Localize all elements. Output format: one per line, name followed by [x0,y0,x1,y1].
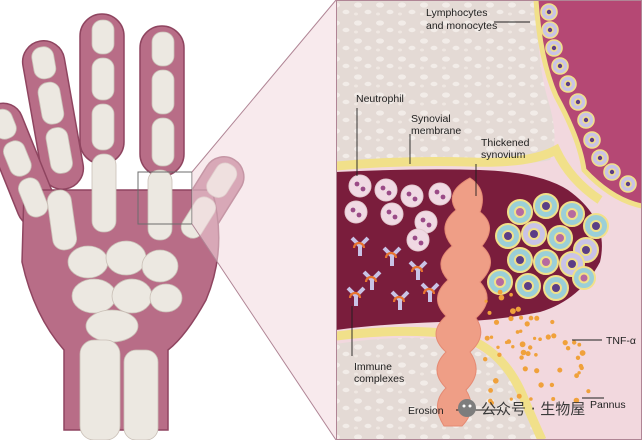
neutrophil-nuclei [350,181,446,246]
tnf-dot [574,373,579,379]
tnf-dot [522,366,528,372]
tnf-dot [496,345,500,349]
label-synovial: Synovial [411,113,451,125]
tnf-dot [534,353,538,357]
tnf-dot [534,315,540,321]
tnf-dot [515,306,521,312]
tnf-dot [484,299,488,303]
tnf-dot [538,337,542,342]
tnf-dot [519,329,523,333]
tnf-dot [519,355,524,360]
label-erosion: Erosion [408,405,444,417]
label-membrane: membrane [411,125,461,137]
tnf-dot [509,292,513,297]
tnf-dot [579,350,586,356]
watermark-text: 公众号 · 生物屋 [481,400,585,418]
tnf-dot [545,334,551,340]
tnf-dot [497,289,503,295]
tnf-dot [550,319,555,325]
watermark: 公众号 · 生物屋 [458,399,585,418]
zoom-projection [192,0,336,440]
tnf-dot [516,393,522,399]
tnf-dot [565,346,571,351]
tnf-dot [488,389,493,393]
tnf-dot [483,357,488,362]
label-thickened: Thickened [481,137,530,149]
tnf-dot [551,397,556,401]
label-synovium: synovium [481,149,526,161]
tnf-dot [519,315,524,320]
label-pannus: Pannus [590,399,626,411]
tnf-dot [557,367,563,373]
neutrophils [344,174,452,252]
tnf-dot [575,355,581,360]
tnf-dot [508,315,514,322]
tnf-dot [577,371,581,375]
vessel-cells [540,3,637,193]
tnf-dot [488,398,493,404]
tnf-dot [529,397,533,401]
upper-bone [336,0,555,166]
tnf-dot [549,382,555,388]
label-tnf: TNF-α [606,335,636,347]
tnf-dot [525,351,531,357]
tnf-dot [487,310,492,315]
joint-zoom-panel: Lymphocytes and monocytes Neutrophil Syn… [336,0,642,440]
tnf-dot [497,352,502,357]
tnf-dot [484,335,490,341]
label-lymphocytes: Lymphocytes [426,7,487,19]
tnf-dot [551,333,557,339]
tnf-dot [562,340,568,346]
tnf-dot [524,321,530,327]
tnf-dot [534,368,540,374]
label-complexes: complexes [354,373,404,385]
tnf-dot [538,382,544,388]
tnf-dot [573,397,580,404]
tnf-dot [572,340,577,345]
immune-complexes [346,236,440,310]
tnf-dot [533,336,537,340]
tnf-alpha-dots [483,289,591,406]
blood-vessel [536,0,642,206]
tnf-dot [498,294,505,301]
lower-bone [336,337,540,440]
tnf-dot [509,397,513,401]
tnf-dot [528,315,534,321]
tnf-dot [511,345,515,349]
tnf-dot [493,378,499,384]
tnf-dot [577,342,582,347]
tnf-dot [489,335,494,339]
tnf-dot [586,389,591,394]
tnf-dot [504,340,509,345]
tnf-dot [519,341,526,348]
upper-membrane [336,143,603,204]
lymphocyte-monocyte-cluster [487,193,609,301]
lower-membrane [336,326,547,440]
label-monocytes: and monocytes [426,20,497,32]
tnf-dot [515,330,520,334]
tnf-dot [579,365,584,371]
tnf-dot [493,319,500,325]
tnf-dot [528,345,533,350]
tnf-dot [510,308,516,314]
tnf-dot [520,349,527,356]
thickened-synovium [435,177,491,427]
label-immune: Immune [354,361,392,373]
label-neutrophil: Neutrophil [356,93,404,105]
